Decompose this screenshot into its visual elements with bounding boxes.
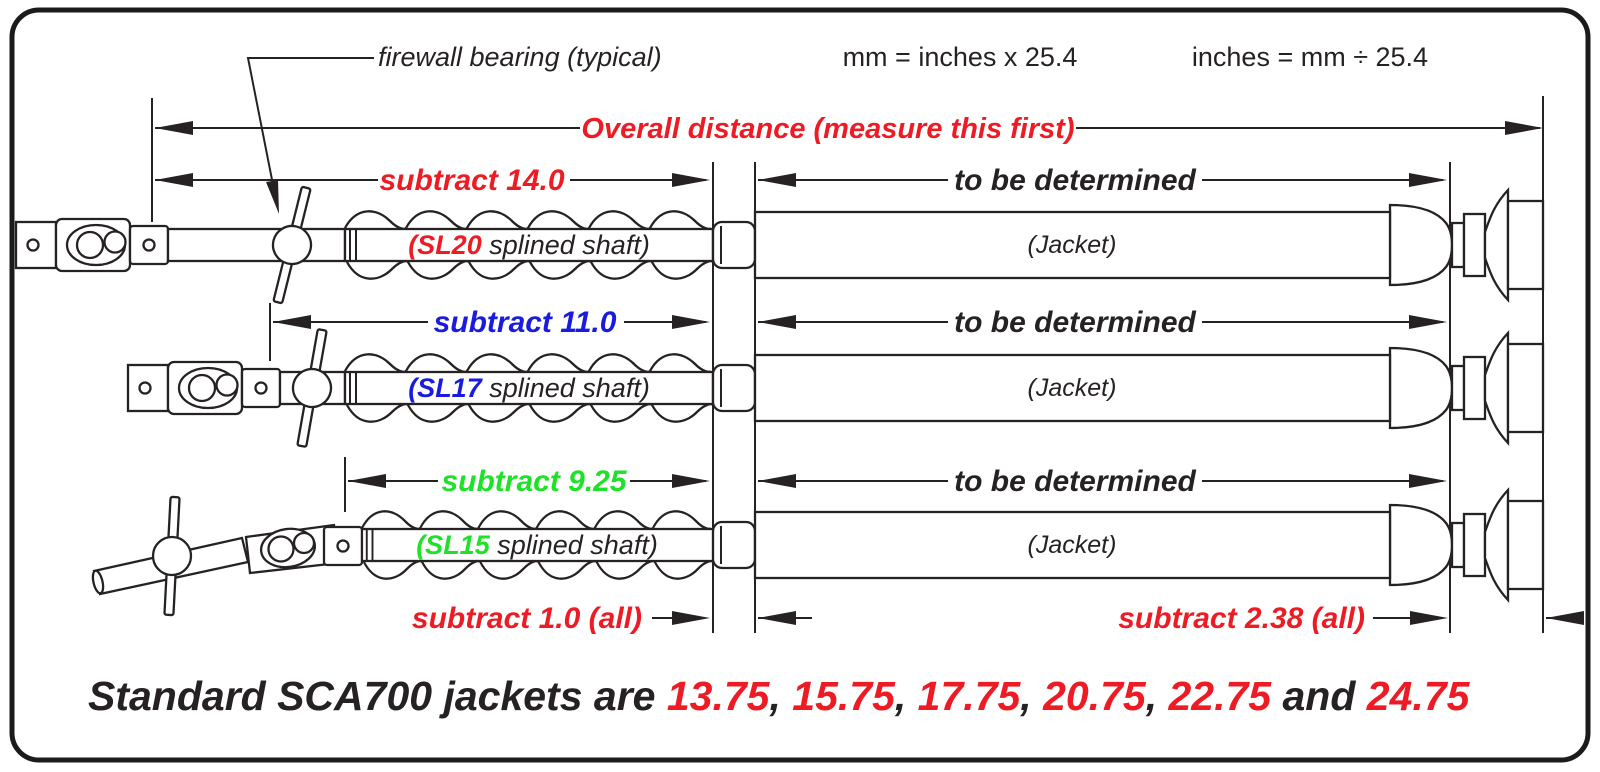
inches-formula: inches = mm ÷ 25.4: [1192, 42, 1428, 72]
shaft-code: (SL20: [408, 230, 482, 260]
steering-column-end: [1450, 188, 1545, 302]
subtract-label: subtract 14.0: [379, 164, 564, 197]
note-prefix: Standard SCA700 jackets are: [88, 673, 667, 719]
shaft-code: (SL15: [416, 530, 491, 560]
arrowhead-left: [758, 173, 796, 187]
tbd-label: to be determined: [954, 164, 1196, 197]
shaft-row-sl20: (SL20 splined shaft) (Jacket) subtract 1…: [14, 164, 1545, 308]
steering-column-end: [1450, 488, 1545, 602]
arrowhead-right: [672, 611, 710, 625]
tbd-dimension: to be determined: [758, 306, 1447, 339]
arrowhead-right: [1409, 474, 1447, 488]
jacket-label: (Jacket): [1028, 374, 1117, 402]
jacket-label: (Jacket): [1028, 231, 1117, 259]
u-joint: [14, 217, 170, 273]
arrowhead-left: [273, 315, 311, 329]
jacket-size: 13.75: [667, 673, 771, 719]
arrowhead-right: [1409, 315, 1447, 329]
splined-shaft-label: (SL15 splined shaft): [416, 530, 658, 560]
arrowhead-right: [1505, 121, 1543, 135]
subtract-label: subtract 11.0: [434, 306, 617, 339]
splined-shaft-label: (SL17 splined shaft): [408, 373, 650, 403]
arrowhead-left: [155, 121, 193, 135]
separator: ,: [894, 673, 918, 719]
shaft-label-rest: splined shaft): [482, 373, 650, 403]
arrowhead-right: [1409, 173, 1447, 187]
arrowhead-right: [672, 173, 710, 187]
tbd-dimension: to be determined: [758, 465, 1447, 498]
firewall-bearing: [148, 494, 196, 618]
firewall-leader-arrowhead: [266, 180, 279, 214]
arrowhead-right: [672, 315, 710, 329]
shaft-end-collar: [711, 220, 757, 270]
arrowhead-left: [155, 173, 193, 187]
u-joint-cap: [267, 535, 295, 563]
jacket-size: 20.75: [1042, 673, 1147, 719]
bottom-dimensions: subtract 1.0 (all) subtract 2.38 (all): [412, 602, 1584, 635]
shaft-row-sl15: (SL15 splined shaft) (Jacket) subtract 9…: [91, 465, 1545, 618]
jacket-size: 24.75: [1366, 673, 1471, 719]
jacket-size: 22.75: [1167, 673, 1272, 719]
u-joint: [126, 360, 282, 416]
jacket-label: (Jacket): [1028, 531, 1117, 559]
arrowhead-left: [348, 474, 386, 488]
shaft-tube-end: [91, 569, 105, 595]
subtract-dimension: subtract 9.25: [348, 465, 710, 498]
shaft-end-collar: [711, 520, 757, 570]
arrowhead-right: [1410, 611, 1448, 625]
arrowhead-left: [758, 315, 796, 329]
overall-dimension: Overall distance (measure this first): [155, 113, 1543, 145]
shaft-row-sl17: (SL17 splined shaft) (Jacket) subtract 1…: [126, 306, 1545, 451]
firewall-bearing-label: firewall bearing (typical): [378, 42, 662, 72]
steering-column-end: [1450, 331, 1545, 445]
subtract-dimension: subtract 14.0: [155, 164, 710, 197]
header: firewall bearing (typical) mm = inches x…: [246, 42, 1428, 214]
splined-shaft-label: (SL20 splined shaft): [408, 230, 650, 260]
subtract-shaft-label: subtract 1.0 (all): [412, 602, 642, 635]
subtract-dimension: subtract 11.0: [273, 306, 710, 339]
shaft-end-collar: [711, 363, 757, 413]
separator: ,: [768, 673, 792, 719]
separator: ,: [1019, 673, 1043, 719]
diagram-border: [9, 7, 1591, 763]
arrowhead-left: [758, 474, 796, 488]
mm-formula: mm = inches x 25.4: [843, 42, 1078, 72]
shaft-code: (SL17: [408, 373, 484, 403]
tbd-dimension: to be determined: [758, 164, 1447, 197]
standard-jackets-note: Standard SCA700 jackets are 13.75, 15.75…: [88, 673, 1471, 719]
overall-distance-label: Overall distance (measure this first): [581, 113, 1074, 145]
subtract-label: subtract 9.25: [441, 465, 627, 498]
tbd-label: to be determined: [954, 306, 1196, 339]
u-joint-bolt-hole: [336, 539, 350, 553]
tbd-label: to be determined: [954, 465, 1196, 498]
arrowhead-right: [672, 474, 710, 488]
subtract-column-label: subtract 2.38 (all): [1118, 602, 1365, 635]
and-word: and: [1271, 673, 1367, 719]
shaft-label-rest: splined shaft): [482, 230, 650, 260]
jacket-size: 17.75: [918, 673, 1022, 719]
shaft-label-rest: splined shaft): [490, 530, 658, 560]
u-joint-cap: [292, 531, 316, 555]
jacket-size: 15.75: [792, 673, 896, 719]
firewall-leader-line: [246, 57, 374, 201]
shaft-tube: [166, 227, 347, 263]
separator: ,: [1145, 673, 1169, 719]
